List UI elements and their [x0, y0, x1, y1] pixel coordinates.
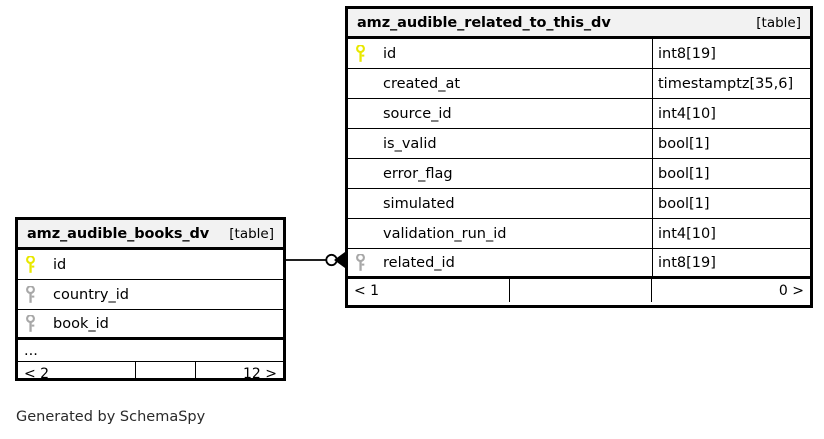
table-row[interactable]: id int8[19] [348, 39, 810, 69]
column-name-cell: id [348, 39, 652, 68]
more-columns-indicator[interactable]: ... [18, 340, 283, 362]
incoming-relationship-count[interactable]: < 1 [348, 279, 510, 302]
column-name: simulated [383, 195, 455, 212]
table-footer: < 1 0 > [348, 279, 810, 302]
column-name-cell: related_id [348, 249, 652, 276]
cardinality-many-crowsfoot [334, 252, 345, 268]
ellipsis-label: ... [24, 343, 38, 359]
column-name-cell: error_flag [348, 159, 652, 188]
table-row[interactable]: is_valid bool[1] [348, 129, 810, 159]
foreign-key-icon [25, 315, 53, 332]
column-name: validation_run_id [383, 225, 507, 242]
table-row[interactable]: created_at timestamptz[35,6] [348, 69, 810, 99]
cardinality-zero-circle [325, 253, 338, 267]
column-name: book_id [53, 315, 109, 332]
column-name: is_valid [383, 135, 437, 152]
footer-middle-cell [510, 279, 652, 302]
column-type-cell: bool[1] [652, 129, 810, 158]
foreign-key-icon [25, 286, 53, 303]
column-name-cell: is_valid [348, 129, 652, 158]
column-type-cell: int4[10] [652, 219, 810, 248]
column-type-cell: int8[19] [652, 249, 810, 276]
table-title: amz_audible_books_dv [27, 225, 210, 242]
column-type: int4[10] [658, 105, 716, 122]
column-name: source_id [383, 105, 452, 122]
column-name: created_at [383, 75, 461, 92]
column-name-cell: country_id [18, 280, 283, 309]
column-type-cell: bool[1] [652, 159, 810, 188]
table-columns: id int8[19] created_at timestamptz[35,6] [348, 39, 810, 302]
column-name-cell: validation_run_id [348, 219, 652, 248]
column-type: bool[1] [658, 195, 710, 212]
column-name-cell: id [18, 250, 283, 279]
table-row[interactable]: country_id [18, 280, 283, 310]
table-footer: < 2 12 > [18, 362, 283, 381]
primary-key-icon [355, 45, 383, 62]
column-name-cell: created_at [348, 69, 652, 98]
table-node-amz-audible-related-to-this-dv[interactable]: amz_audible_related_to_this_dv [table] i… [345, 6, 813, 308]
table-kind-label: [table] [756, 14, 801, 31]
outgoing-relationship-count[interactable]: 12 > [243, 365, 277, 381]
column-type: int8[19] [658, 45, 716, 62]
foreign-key-icon [355, 254, 383, 271]
table-kind-label: [table] [229, 225, 274, 242]
column-type-cell: int4[10] [652, 99, 810, 128]
column-name: related_id [383, 254, 455, 271]
footer-middle-cell [136, 362, 196, 378]
column-name: country_id [53, 286, 129, 303]
column-type: bool[1] [658, 165, 710, 182]
column-type: bool[1] [658, 135, 710, 152]
table-header: amz_audible_related_to_this_dv [table] [348, 9, 810, 39]
column-type-cell: timestamptz[35,6] [652, 69, 810, 98]
column-name-cell: source_id [348, 99, 652, 128]
outgoing-relationship-count[interactable]: 0 > [778, 282, 804, 299]
table-row[interactable]: source_id int4[10] [348, 99, 810, 129]
table-row[interactable]: book_id [18, 310, 283, 340]
column-type: int8[19] [658, 254, 716, 271]
primary-key-icon [25, 256, 53, 273]
column-name: error_flag [383, 165, 453, 182]
column-type: timestamptz[35,6] [658, 75, 794, 92]
table-row[interactable]: simulated bool[1] [348, 189, 810, 219]
column-name: id [383, 45, 397, 62]
table-row[interactable]: id [18, 250, 283, 280]
table-row[interactable]: error_flag bool[1] [348, 159, 810, 189]
table-columns: id country_id [18, 250, 283, 381]
column-name-cell: book_id [18, 310, 283, 337]
column-name-cell: simulated [348, 189, 652, 218]
column-type: int4[10] [658, 225, 716, 242]
column-type-cell: bool[1] [652, 189, 810, 218]
table-node-amz-audible-books-dv[interactable]: amz_audible_books_dv [table] id [15, 217, 286, 381]
incoming-relationship-count[interactable]: < 2 [18, 362, 136, 378]
table-title: amz_audible_related_to_this_dv [357, 14, 611, 31]
table-row[interactable]: validation_run_id int4[10] [348, 219, 810, 249]
table-row[interactable]: related_id int8[19] [348, 249, 810, 279]
table-header: amz_audible_books_dv [table] [18, 220, 283, 250]
generated-by-caption: Generated by SchemaSpy [16, 409, 206, 425]
column-name: id [53, 256, 67, 273]
column-type-cell: int8[19] [652, 39, 810, 68]
